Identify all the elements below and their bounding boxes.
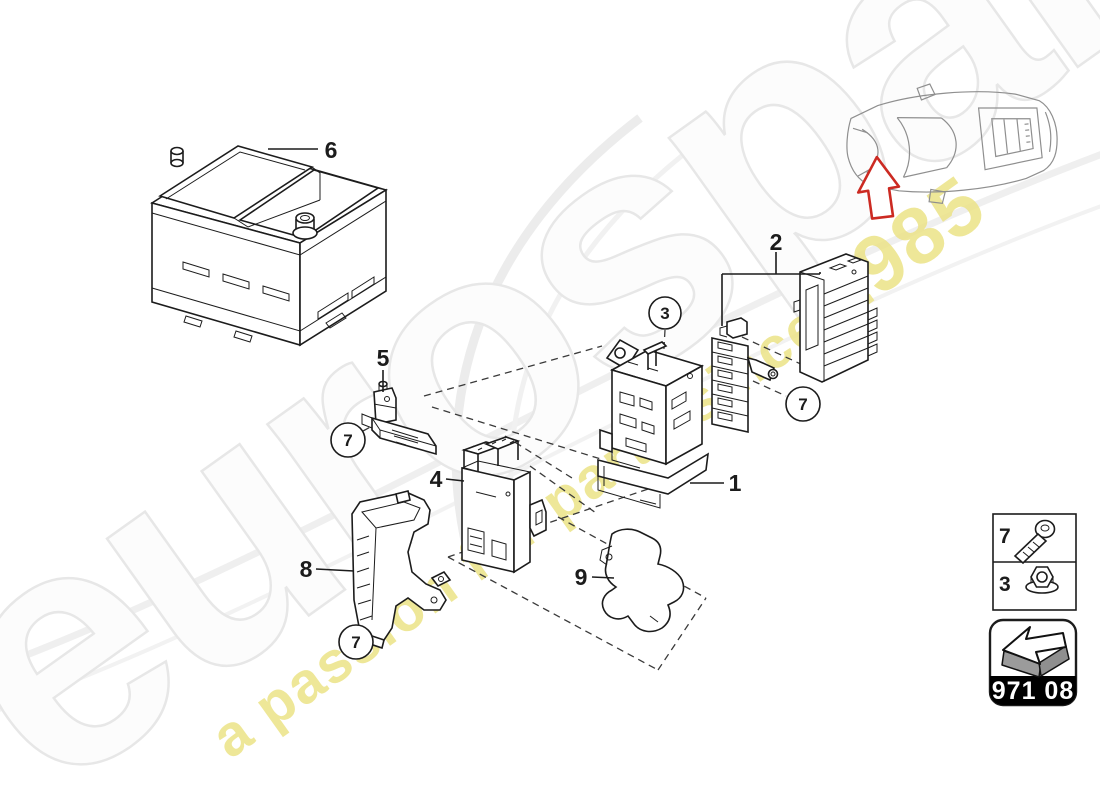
legend-row-screw: 7 (999, 519, 1056, 565)
part-label-battery: 6 (325, 137, 338, 163)
screw-icon (1013, 519, 1056, 565)
part-label-fuse-holder: 2 (770, 229, 783, 255)
assembly-dashed-lines (362, 329, 817, 671)
part-label-cover: 8 (300, 556, 313, 582)
part-label-plate: 9 (575, 564, 588, 590)
leader-lines (268, 148, 821, 579)
svg-text:3: 3 (660, 304, 669, 323)
callout-circle-screw-right: 7 (785, 386, 821, 422)
legend-box: 7 3 (992, 513, 1077, 611)
flange-nut-icon (1025, 566, 1059, 594)
callout-circle-fuse-distributor: 3 (648, 296, 682, 330)
part-2-fuse-strip (711, 317, 779, 433)
svg-text:7: 7 (798, 395, 807, 414)
front-position-arrow-icon (856, 155, 901, 220)
direction-arrow-icon (1001, 626, 1070, 678)
part-6-battery (150, 145, 388, 347)
part-2-fuse-holder (793, 253, 878, 383)
part-label-bracket: 5 (377, 345, 390, 371)
part-4-control-unit (461, 436, 547, 574)
part-code: 971 08 (992, 677, 1074, 705)
legend-row-nut: 3 (999, 566, 1059, 596)
svg-text:7: 7 (999, 525, 1011, 548)
part-1-fuse-box (597, 338, 709, 509)
svg-text:7: 7 (343, 431, 352, 450)
callout-circle-screw-bottom: 7 (338, 624, 374, 660)
part-5-bracket (361, 380, 437, 456)
part-label-control-unit: 4 (430, 466, 443, 492)
part-label-fuse-box: 1 (729, 470, 742, 496)
part-code-box: 971 08 (988, 618, 1078, 707)
callout-circle-screw-left: 7 (330, 422, 366, 458)
svg-text:7: 7 (351, 633, 360, 652)
svg-text:3: 3 (999, 573, 1011, 596)
part-9-base-plate (599, 528, 685, 633)
